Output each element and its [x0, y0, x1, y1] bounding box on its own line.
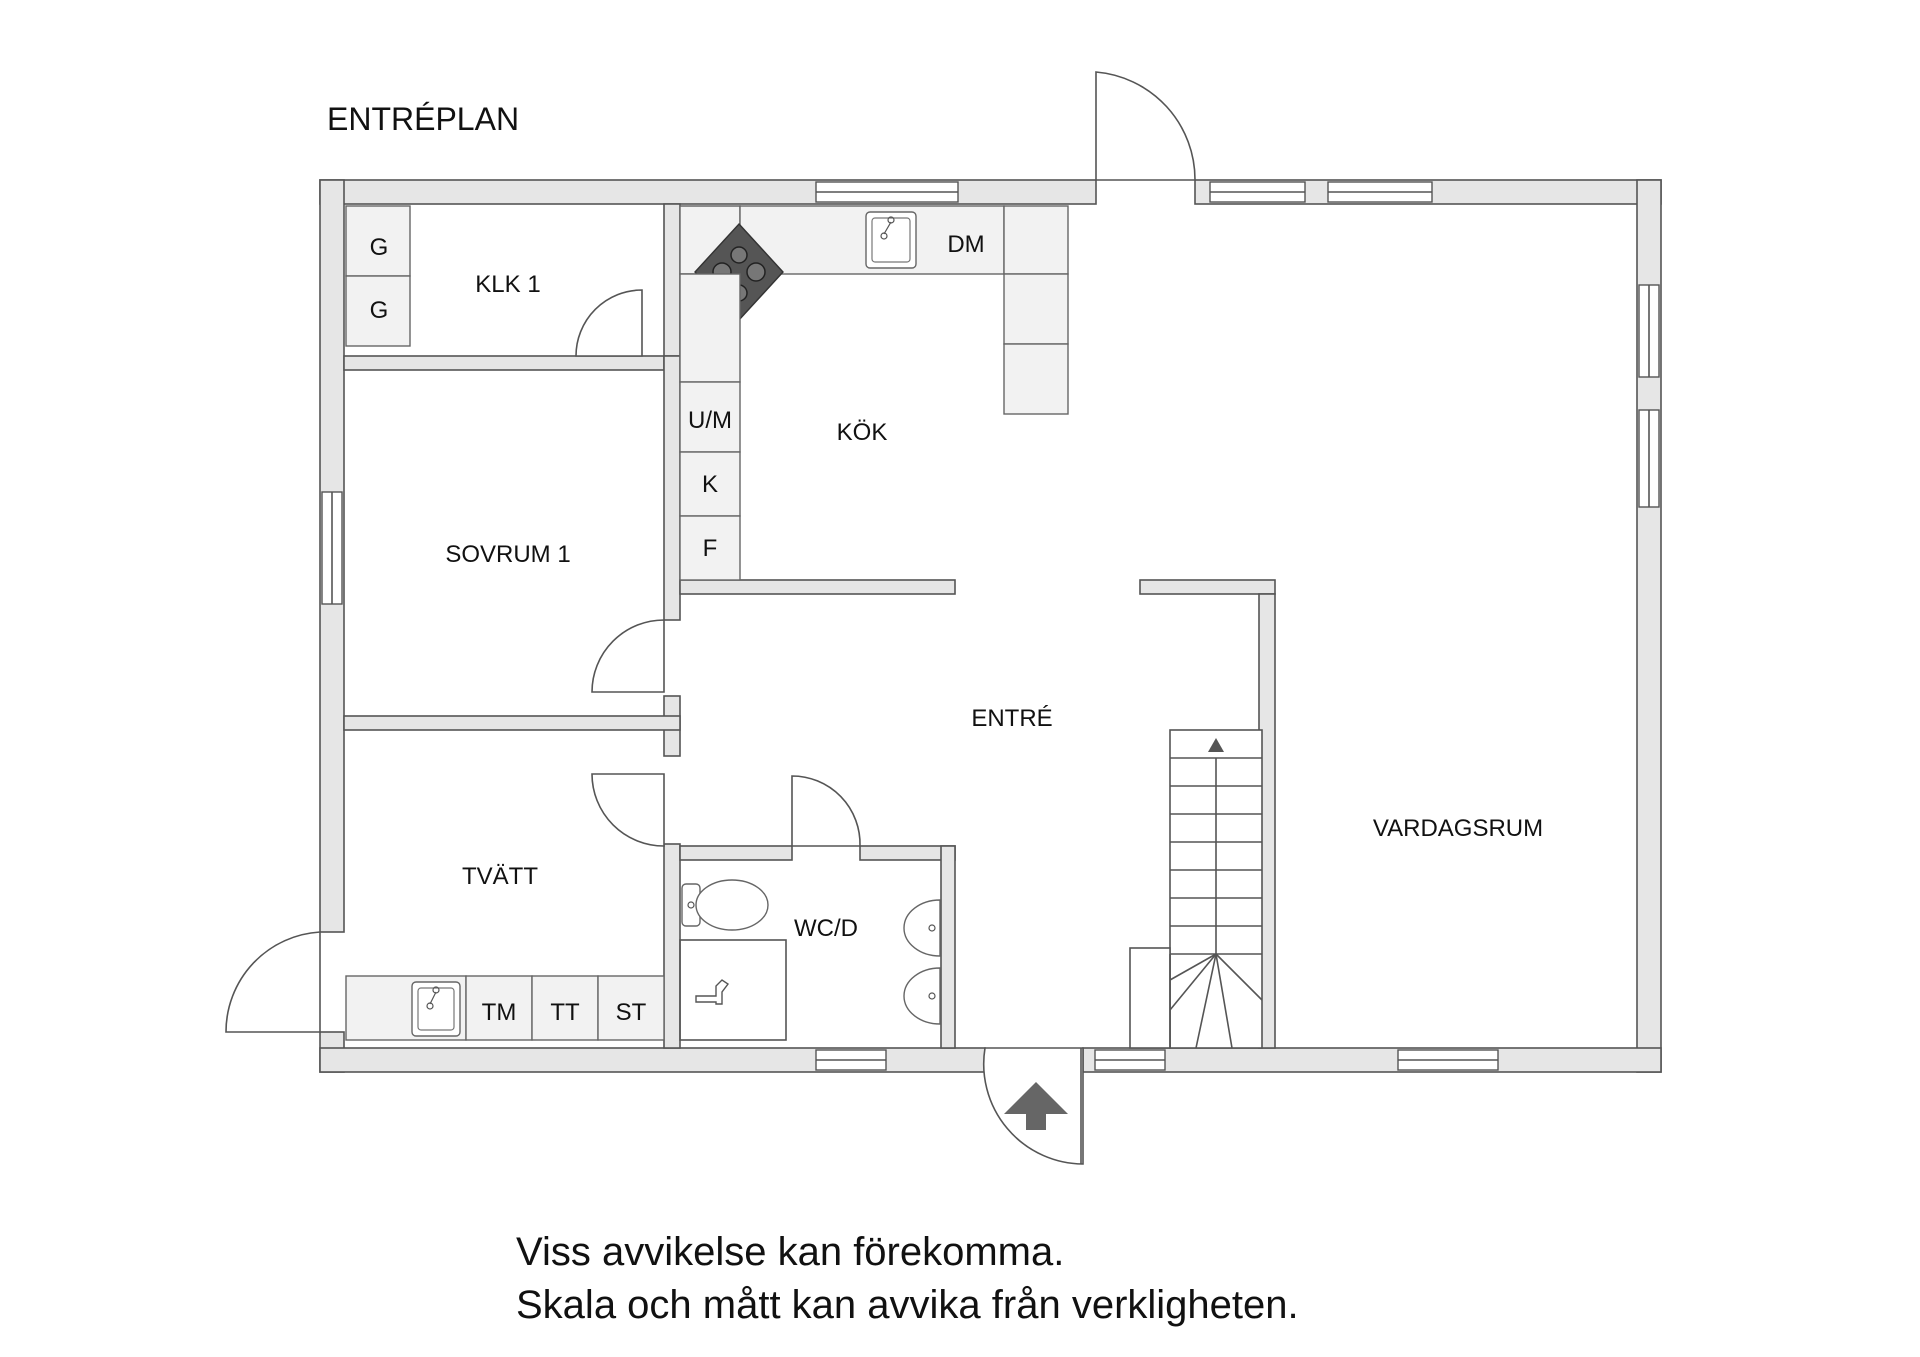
- staircase: [1129, 729, 1263, 1049]
- entry-arrow-icon: [1004, 1082, 1068, 1130]
- wc-sink-icon: [903, 967, 941, 1025]
- kitchen-fixtures: [679, 205, 1069, 581]
- fixture-label-g: G: [370, 234, 389, 261]
- stairs-up-arrow-icon: [1208, 738, 1224, 752]
- door-top: [1095, 71, 1196, 181]
- toilet-icon: [681, 879, 769, 931]
- fixture-label-tm: TM: [482, 999, 517, 1026]
- wc-fixtures: [679, 879, 941, 1041]
- door-sovrum: [591, 619, 665, 693]
- fixture-label-f: F: [703, 535, 718, 562]
- kitchen-sink-icon: [865, 211, 917, 269]
- wc-sink-icon: [903, 899, 941, 957]
- room-label-klk: KLK 1: [475, 271, 540, 298]
- fixture-label-dm: DM: [947, 231, 984, 258]
- fixture-label-st: ST: [616, 999, 647, 1026]
- plan-title: ENTRÉPLAN: [327, 101, 519, 137]
- closet-fixtures: [345, 205, 411, 347]
- fixture-label-g: G: [370, 297, 389, 324]
- fixture-label-k: K: [702, 471, 718, 498]
- door-klk: [575, 289, 643, 357]
- room-label-kok: KÖK: [837, 419, 888, 446]
- fixture-label-um: U/M: [688, 407, 732, 434]
- shower-icon: [695, 979, 730, 1005]
- disclaimer-line-1: Viss avvikelse kan förekomma.: [516, 1230, 1065, 1274]
- room-label-wc: WC/D: [794, 915, 858, 942]
- room-label-sovrum: SOVRUM 1: [445, 541, 570, 568]
- disclaimer-line-2: Skala och mått kan avvika från verklighe…: [516, 1283, 1299, 1327]
- windows: [321, 181, 1660, 1071]
- walls: [319, 179, 1662, 1073]
- laundry-fixtures: [345, 975, 665, 1041]
- room-label-entre: ENTRÉ: [971, 705, 1052, 732]
- door-wc: [791, 775, 861, 847]
- door-tvatt: [591, 773, 665, 847]
- fixture-label-tt: TT: [550, 999, 580, 1026]
- door-tvatt-exterior: [225, 931, 321, 1033]
- room-label-vardagsrum: VARDAGSRUM: [1373, 815, 1543, 842]
- laundry-sink-icon: [411, 981, 461, 1037]
- room-label-tvatt: TVÄTT: [462, 863, 538, 890]
